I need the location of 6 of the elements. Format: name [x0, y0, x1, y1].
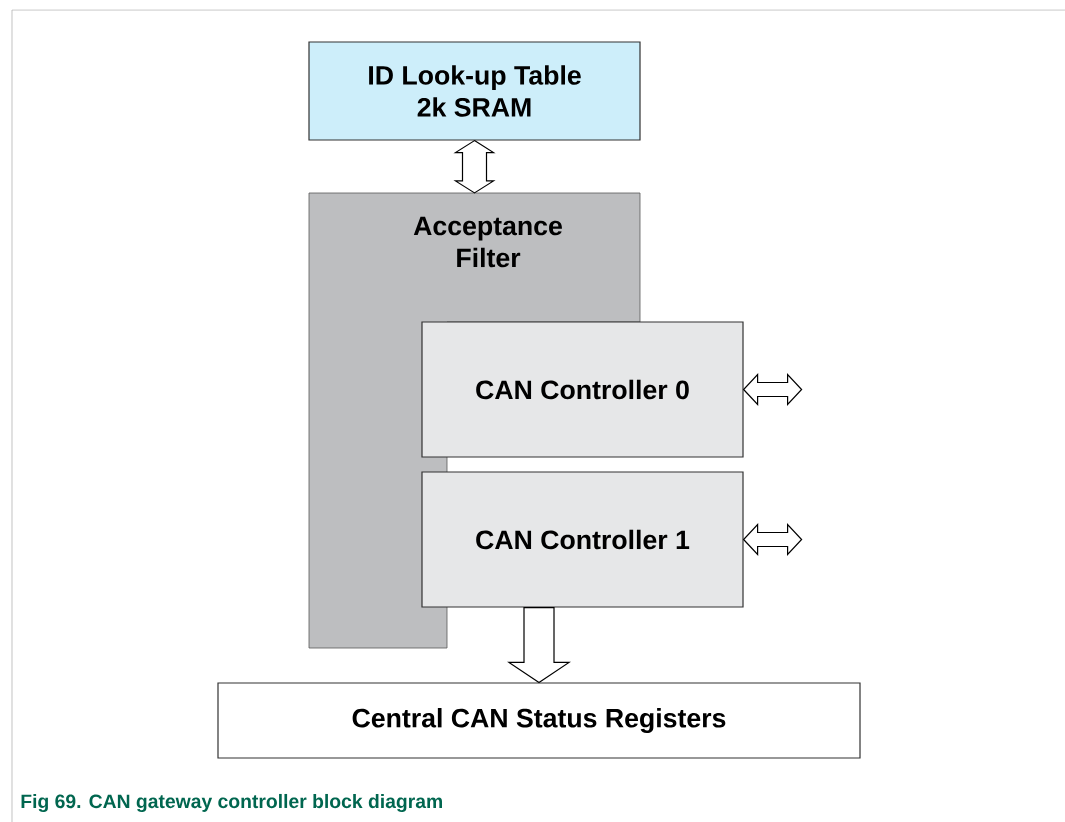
- block-box: Central CAN Status Registers: [217, 682, 861, 759]
- block-box: CAN Controller 0: [421, 321, 744, 458]
- hollow-arrow: [507, 607, 571, 684]
- block-box: CAN Controller 1: [421, 471, 744, 608]
- figure-caption: Fig 69. CAN gateway controller block diagram: [21, 793, 442, 813]
- block-box: ID Look-up Table 2k SRAM: [308, 41, 641, 141]
